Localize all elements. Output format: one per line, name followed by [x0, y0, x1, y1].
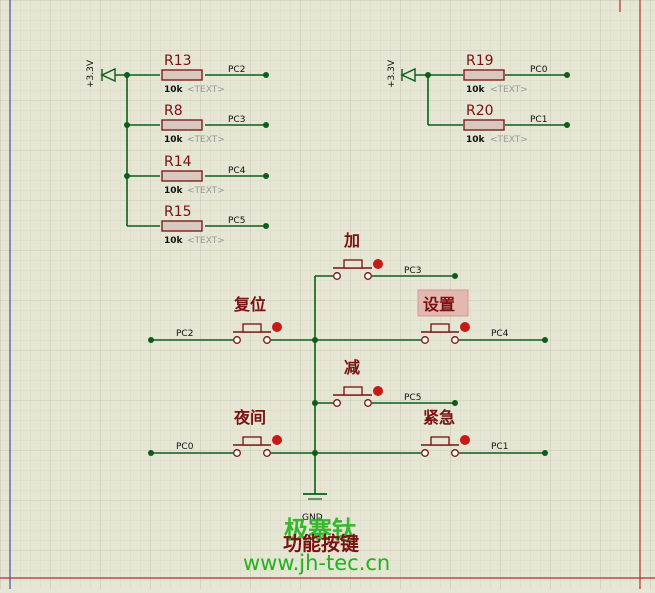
- pullup-group-left: [115, 74, 266, 227]
- pullup-group-right: [415, 74, 567, 126]
- net-label-pc5: PC5: [228, 216, 245, 226]
- ground-label: GND: [302, 513, 323, 523]
- resistor-ref: R8: [164, 103, 183, 119]
- pushbutton-reset[interactable]: 复位: [233, 295, 282, 344]
- resistor-r14[interactable]: R14 10k <TEXT>: [161, 154, 225, 196]
- power-symbol-left: +3.3V: [86, 59, 116, 88]
- button-label: 紧急: [423, 408, 455, 427]
- button-label: 加: [343, 231, 360, 250]
- power-label-right: +3.3V: [387, 59, 397, 88]
- pushbutton-add[interactable]: 加: [333, 231, 383, 280]
- resistor-placeholder: <TEXT>: [187, 135, 225, 145]
- net-label-pc1-button: PC1: [491, 442, 508, 452]
- button-label: 减: [344, 358, 360, 377]
- net-label-pc4: PC4: [228, 166, 246, 176]
- net-label-pc4-button: PC4: [491, 329, 509, 339]
- net-label-pc5-button: PC5: [404, 393, 421, 403]
- power-symbol-right: +3.3V: [387, 59, 416, 88]
- pushbutton-settings[interactable]: 设置: [417, 289, 470, 344]
- button-wiring: [151, 275, 545, 494]
- power-label-left: +3.3V: [86, 59, 96, 88]
- button-label: 设置: [423, 295, 455, 314]
- pushbutton-night[interactable]: 夜间: [233, 408, 282, 457]
- net-label-pc1: PC1: [530, 115, 547, 125]
- net-label-pc2-button: PC2: [176, 329, 193, 339]
- resistor-value: 10k: [466, 135, 486, 145]
- watermark-url: www.jh-tec.cn: [243, 551, 390, 575]
- resistor-placeholder: <TEXT>: [187, 85, 225, 95]
- pushbutton-emergency[interactable]: 紧急: [421, 408, 470, 457]
- net-label-pc3-button: PC3: [404, 266, 421, 276]
- net-label-pc0: PC0: [530, 65, 548, 75]
- resistor-placeholder: <TEXT>: [490, 85, 528, 95]
- ground-symbol: GND: [302, 493, 327, 523]
- resistor-r8[interactable]: R8 10k <TEXT>: [161, 103, 225, 145]
- resistor-value: 10k: [466, 85, 486, 95]
- button-label: 复位: [233, 295, 266, 314]
- net-label-pc3: PC3: [228, 115, 245, 125]
- resistor-r20[interactable]: R20 10k <TEXT>: [463, 103, 528, 145]
- resistor-value: 10k: [164, 135, 184, 145]
- resistor-r13[interactable]: R13 10k <TEXT>: [161, 53, 225, 95]
- resistor-value: 10k: [164, 236, 184, 246]
- resistor-placeholder: <TEXT>: [490, 135, 528, 145]
- resistor-ref: R15: [164, 204, 192, 220]
- section-title: 功能按键: [283, 532, 359, 555]
- net-label-pc2: PC2: [228, 65, 245, 75]
- resistor-ref: R19: [466, 53, 494, 69]
- resistor-value: 10k: [164, 85, 184, 95]
- button-label: 夜间: [233, 408, 266, 427]
- resistor-ref: R13: [164, 53, 192, 69]
- resistor-value: 10k: [164, 186, 184, 196]
- resistor-ref: R20: [466, 103, 494, 119]
- resistor-ref: R14: [164, 154, 192, 170]
- pushbutton-subtract[interactable]: 减: [333, 358, 383, 407]
- resistor-r19[interactable]: R19 10k <TEXT>: [463, 53, 528, 95]
- watermark-cn: 极寨钛: [284, 516, 357, 544]
- resistor-r15[interactable]: R15 10k <TEXT>: [161, 204, 225, 246]
- resistor-placeholder: <TEXT>: [187, 236, 225, 246]
- resistor-placeholder: <TEXT>: [187, 186, 225, 196]
- net-label-pc0-button: PC0: [176, 442, 194, 452]
